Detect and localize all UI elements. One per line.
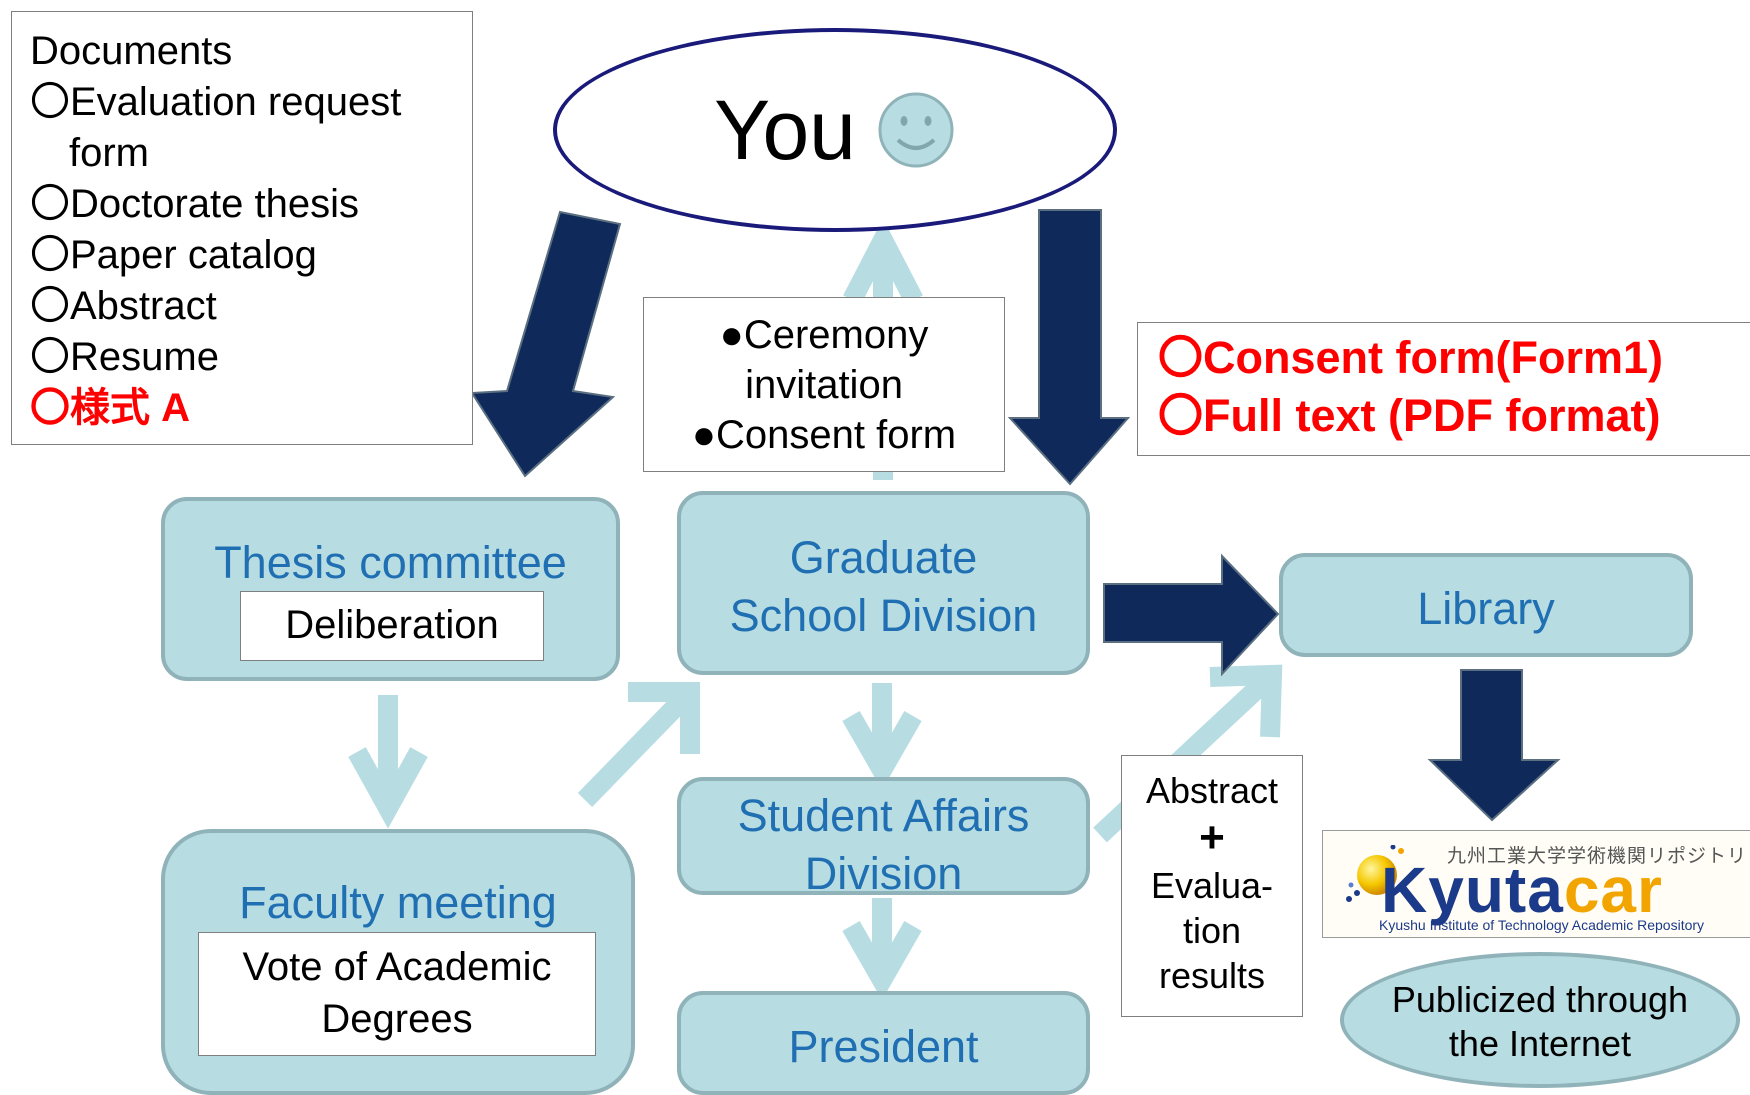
arrow-student-to-president [842,898,922,1001]
thesis-committee-node: Thesis committee Deliberation [161,497,620,681]
repository-subtitle: Kyushu Institute of Technology Academic … [1379,917,1705,933]
vote-line1: Vote of Academic [242,945,552,989]
thesis-committee-title: Thesis committee [214,537,567,588]
abstract-evaluation-box: Abstract + Evalua- tion results [1121,755,1303,1017]
publicized-line2: the Internet [1448,1023,1632,1064]
doc-item-paper-catalog: 〇Paper catalog [30,233,317,277]
abstract-line4: results [1158,955,1266,996]
repository-japanese-name: 九州工業大学学術機関リポジトリ [1447,846,1748,867]
ceremony-line1: ●Ceremony [719,313,929,357]
abstract-line2: Evalua- [1150,865,1274,906]
president-title: President [788,1021,979,1072]
doc-item-form-a: 〇様式 A [30,386,190,430]
vote-line2: Degrees [321,997,473,1041]
full-text-item: 〇Full text (PDF format) [1158,390,1661,441]
ceremony-line2: invitation [745,363,903,407]
plus-sign: + [1199,813,1225,862]
arrow-faculty-to-graduate [577,682,700,807]
arrow-graduate-to-library [1103,553,1280,677]
vote-box: Vote of Academic Degrees [198,932,596,1056]
documents-heading: Documents [30,29,233,73]
documents-box: Documents 〇Evaluation request form 〇Doct… [11,11,473,445]
graduate-school-line2: School Division [729,590,1038,641]
arrow-thesis-to-faculty [348,695,428,829]
faculty-meeting-title: Faculty meeting [239,877,557,928]
arrow-you-to-graduate [1007,209,1131,486]
deliberation-label: Deliberation [240,591,544,661]
arrow-you-to-thesis [470,210,622,478]
consent-form-item: 〇Consent form(Form1) [1158,332,1663,383]
sphere-logo-icon [1346,845,1404,902]
ceremony-line3: ●Consent form [691,413,957,457]
faculty-meeting-node: Faculty meeting Vote of Academic Degrees [161,829,635,1095]
doc-item-resume: 〇Resume [30,335,219,379]
arrow-graduate-to-student [842,683,922,791]
kyutacar-logo: 九州工業大学学術機関リポジトリ Kyutacar Kyushu Institut… [1322,830,1750,938]
student-affairs-line1: Student Affairs [737,790,1030,841]
student-affairs-node: Student Affairs Division [677,777,1090,899]
abstract-line1: Abstract [1145,770,1279,811]
doc-item-evaluation-request: 〇Evaluation request [30,80,402,124]
doc-item-doctorate-thesis: 〇Doctorate thesis [30,182,360,226]
library-title: Library [1417,583,1555,634]
publicized-line1: Publicized through [1391,979,1689,1020]
graduate-school-line1: Graduate [789,532,978,583]
doc-item-evaluation-request-cont: form [69,131,149,175]
president-node: President [677,991,1090,1095]
ceremony-box: ●Ceremony invitation ●Consent form [643,297,1005,472]
kyutacar-wordmark: Kyutacar [1381,854,1663,926]
library-node: Library [1279,553,1693,657]
student-affairs-line2: Division [804,848,963,899]
publicized-node: Publicized through the Internet [1340,952,1740,1088]
arrow-library-to-repository [1427,669,1561,822]
smiley-icon [878,92,954,168]
consent-box: 〇Consent form(Form1) 〇Full text (PDF for… [1137,322,1750,456]
doc-item-abstract: 〇Abstract [30,284,217,328]
you-node: You [553,28,1117,232]
you-label: You [714,82,856,177]
graduate-school-node: Graduate School Division [677,491,1090,675]
abstract-line3: tion [1182,910,1242,951]
